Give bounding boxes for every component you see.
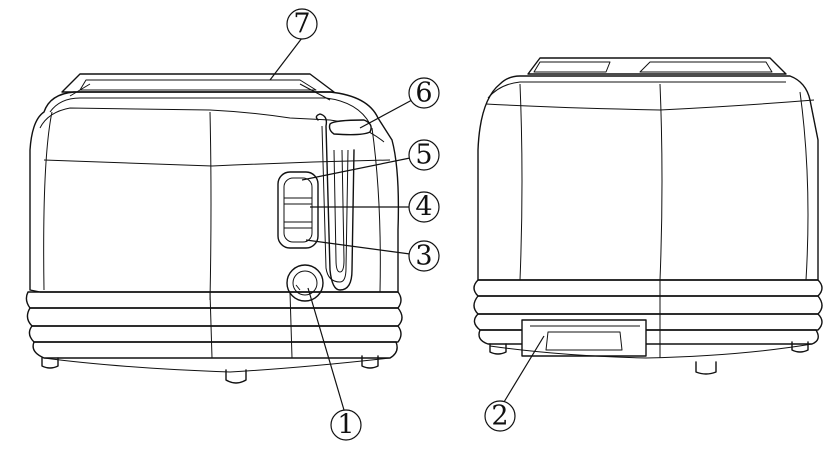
callout-6-label: 6 — [415, 78, 432, 109]
foot — [41, 357, 59, 369]
callout-7-label: 7 — [293, 9, 310, 40]
lever-track — [315, 113, 355, 291]
callout-3-label: 3 — [415, 241, 432, 272]
foot — [695, 361, 717, 375]
callout-5: 5 — [408, 139, 440, 171]
foot — [361, 355, 379, 369]
callout-4: 4 — [408, 191, 440, 223]
foot — [791, 341, 809, 353]
browning-knob — [286, 264, 324, 302]
callout-5-label: 5 — [415, 140, 432, 171]
callout-1-label: 1 — [337, 410, 354, 441]
toaster-body — [29, 91, 400, 293]
lever-handle — [328, 119, 372, 136]
callout-1: 1 — [330, 409, 362, 441]
callout-3: 3 — [408, 240, 440, 272]
toaster-front-view — [25, 73, 403, 384]
base-rings — [25, 291, 403, 359]
bread-slot-top — [61, 73, 335, 101]
callout-6: 6 — [408, 77, 440, 109]
foot — [225, 369, 247, 384]
crumb-tray — [521, 319, 647, 357]
callout-2-label: 2 — [491, 401, 508, 432]
callout-2: 2 — [484, 400, 516, 432]
callouts: 7 6 5 4 3 1 — [269, 8, 545, 441]
callout-4-label: 4 — [415, 192, 432, 223]
control-button-panel — [277, 171, 319, 249]
toaster-rear-view — [473, 57, 823, 375]
callout-7: 7 — [286, 8, 318, 40]
toaster-rear-body — [477, 75, 819, 281]
foot — [489, 343, 507, 355]
